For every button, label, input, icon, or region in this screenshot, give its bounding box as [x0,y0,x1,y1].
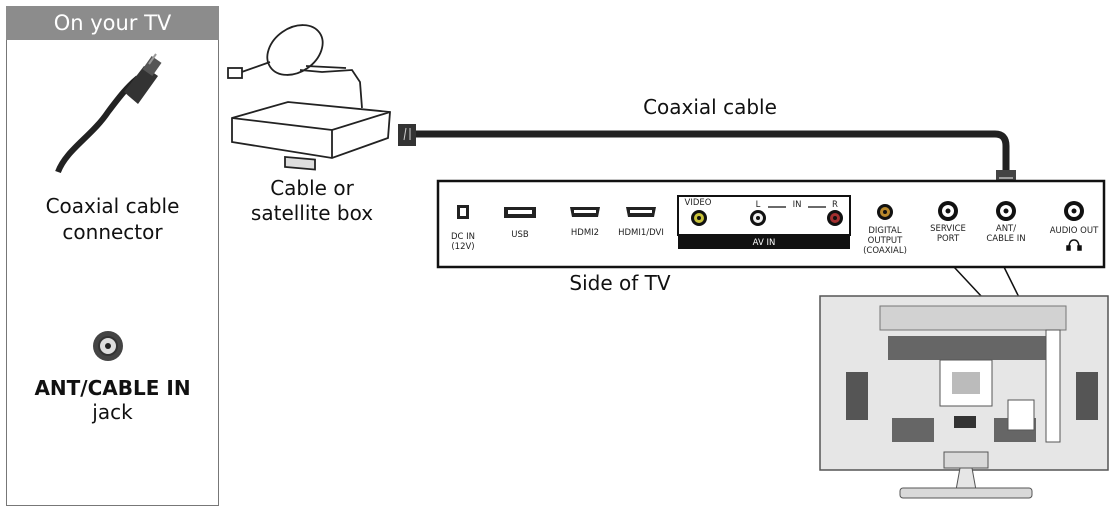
r-label: R [832,200,838,210]
connector-label-2: connector [62,220,163,244]
connector-label-1: Coaxial cable [45,194,180,218]
coaxial-connector-icon [55,53,162,174]
ant-label-1: ANT/ [995,224,1017,234]
audio-out-label: AUDIO OUT [1049,226,1099,236]
dc-in-label-2: (12V) [451,242,475,252]
ant-jack-icon [93,331,123,361]
audio-out-port-icon [1064,201,1084,221]
set-top-box-icon [231,101,391,171]
dc-in-port-icon [457,205,469,219]
video-jack-icon [691,210,707,226]
tv-back-illustration [819,295,1109,499]
hdmi1-label: HDMI1/DVI [618,228,664,238]
jack-label-bold: ANT/CABLE IN [34,376,191,400]
digital-output-jack-icon [877,204,893,220]
l-label: L [755,200,761,210]
box-label-2: satellite box [250,201,374,225]
audio-l-jack-icon [750,210,766,226]
audio-r-jack-icon [827,210,843,226]
digital-label-2: OUTPUT [867,236,903,246]
headphone-icon [1066,239,1082,251]
hdmi2-label: HDMI2 [570,228,600,238]
hdmi1-port-icon [626,207,656,217]
coaxial-cable-label: Coaxial cable [643,95,777,119]
digital-label-1: DIGITAL [868,226,902,236]
panel-header: On your TV [6,6,219,40]
side-of-tv-label: Side of TV [569,271,671,295]
usb-label: USB [511,230,529,240]
satellite-dish-icon [227,24,363,109]
service-port-icon [938,201,958,221]
dc-in-label-1: DC IN [450,232,476,242]
hdmi2-port-icon [570,207,600,217]
video-label: VIDEO [684,198,712,208]
service-label-2: PORT [936,234,960,244]
digital-label-3: (COAXIAL) [863,246,907,256]
av-in-bar [678,236,850,249]
av-in-label: AV IN [752,238,776,248]
ant-label-2: CABLE IN [986,234,1026,244]
in-label: IN [792,200,802,210]
ant-cable-in-port-icon [996,201,1016,221]
usb-port-icon [504,207,536,218]
box-label-1: Cable or [270,176,354,200]
service-label-1: SERVICE [930,224,966,234]
jack-label: jack [92,400,133,424]
